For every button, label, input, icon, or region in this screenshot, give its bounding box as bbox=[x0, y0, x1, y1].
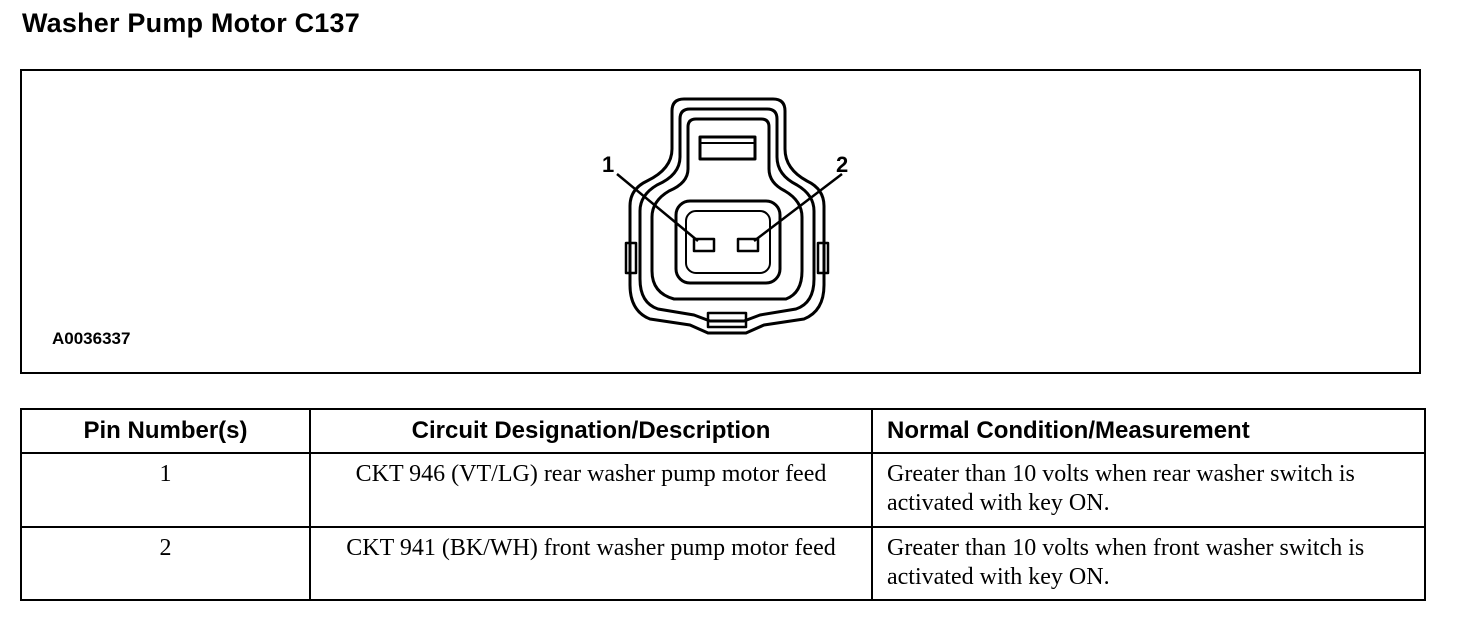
header-circuit: Circuit Designation/Description bbox=[309, 408, 873, 454]
connector-outer-housing bbox=[628, 97, 826, 335]
page-title: Washer Pump Motor C137 bbox=[22, 8, 360, 38]
figure-id: A0036337 bbox=[52, 329, 131, 348]
cell-pin: 1 bbox=[20, 452, 311, 528]
table-header-row: Pin Number(s) Circuit Designation/Descri… bbox=[20, 408, 1426, 454]
connector-seal-ring bbox=[650, 117, 804, 301]
connector-inner-housing bbox=[638, 107, 816, 323]
cell-condition: Greater than 10 volts when rear washer s… bbox=[871, 452, 1426, 528]
bottom-key bbox=[706, 311, 748, 329]
pin-table: Pin Number(s) Circuit Designation/Descri… bbox=[20, 408, 1426, 601]
connector-figure: 1 2 A0036337 bbox=[20, 69, 1421, 374]
terminal-2 bbox=[736, 237, 760, 253]
terminal-1 bbox=[692, 237, 716, 253]
header-condition: Normal Condition/Measurement bbox=[871, 408, 1426, 454]
connector-face-diagram: 1 2 bbox=[602, 97, 848, 335]
leader-line-pin-2 bbox=[753, 173, 843, 242]
side-rib-right bbox=[816, 241, 830, 275]
table-row: 2 CKT 941 (BK/WH) front washer pump moto… bbox=[20, 525, 1426, 601]
cell-condition: Greater than 10 volts when front washer … bbox=[871, 525, 1426, 601]
terminal-cavity bbox=[674, 199, 782, 285]
side-rib-left bbox=[624, 241, 638, 275]
locking-latch bbox=[698, 135, 757, 161]
table-row: 1 CKT 946 (VT/LG) rear washer pump motor… bbox=[20, 452, 1426, 528]
cell-circuit: CKT 946 (VT/LG) rear washer pump motor f… bbox=[309, 452, 873, 528]
pin-label-1: 1 bbox=[602, 152, 614, 177]
cell-pin: 2 bbox=[20, 525, 311, 601]
leader-line-pin-1 bbox=[616, 173, 699, 242]
pin-label-2: 2 bbox=[836, 152, 848, 177]
cell-circuit: CKT 941 (BK/WH) front washer pump motor … bbox=[309, 525, 873, 601]
header-pin-number: Pin Number(s) bbox=[20, 408, 311, 454]
